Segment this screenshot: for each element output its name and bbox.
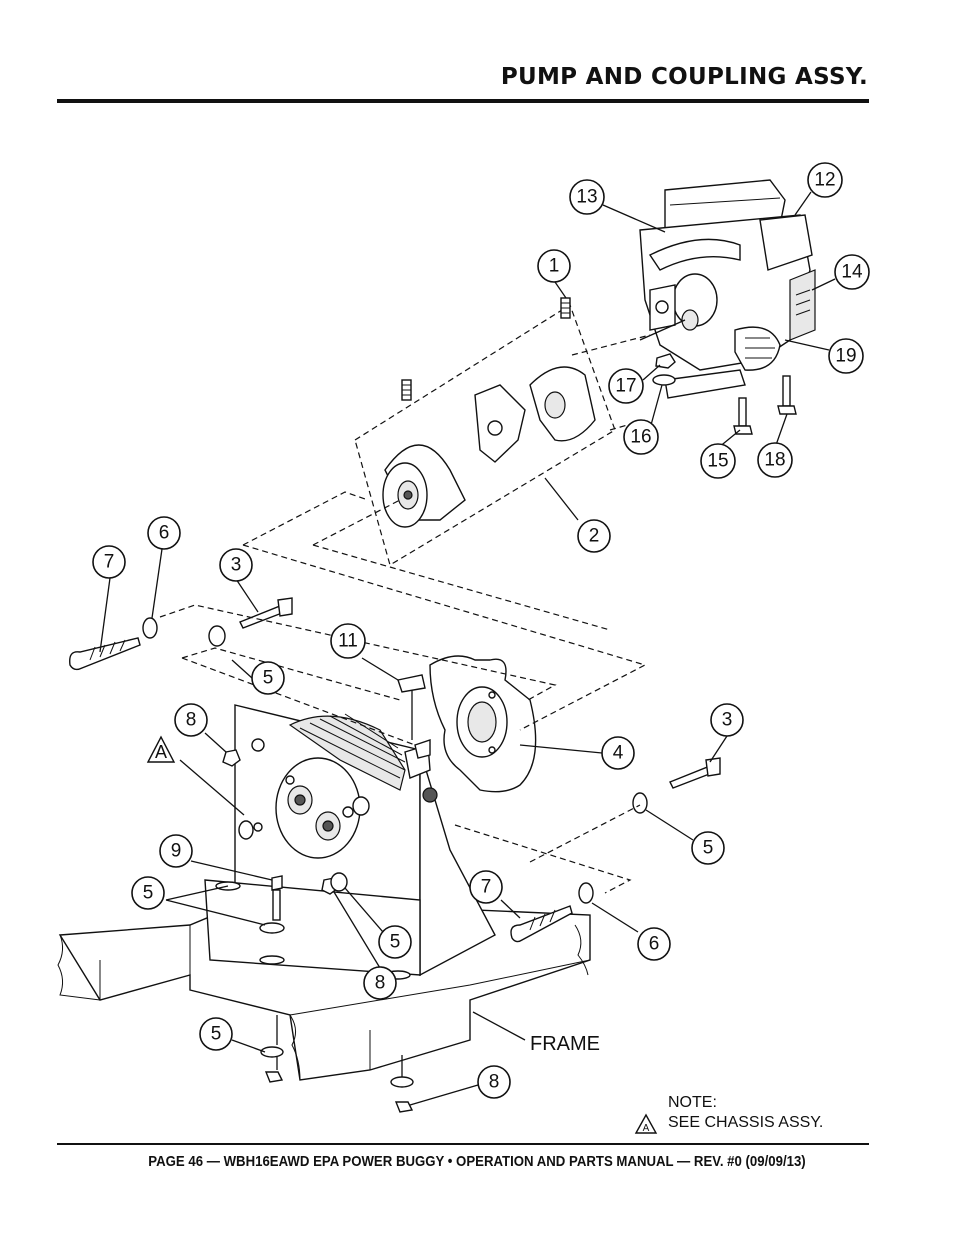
svg-text:19: 19 [835, 346, 856, 367]
key [397, 674, 426, 693]
svg-text:3: 3 [722, 710, 733, 731]
page-footer: PAGE 46 — WBH16EAWD EPA POWER BUGGY • OP… [148, 1153, 806, 1170]
note-body: SEE CHASSIS ASSY. [668, 1114, 823, 1131]
callout-9: 9 [159, 834, 193, 868]
callout-4: 4 [601, 736, 635, 770]
callout-3-left: 3 [219, 548, 253, 582]
callout-16: 16 [623, 419, 659, 455]
frame-label: FRAME [530, 1033, 600, 1055]
callout-5-left: 5 [131, 876, 165, 910]
svg-text:7: 7 [104, 552, 115, 573]
callout-13: 13 [569, 179, 605, 215]
svg-text:8: 8 [375, 973, 386, 994]
callout-1: 1 [537, 249, 571, 283]
svg-text:8: 8 [186, 710, 197, 731]
fan-blade [414, 655, 537, 793]
svg-text:6: 6 [159, 523, 170, 544]
svg-text:14: 14 [841, 262, 863, 283]
page-title: PUMP AND COUPLING ASSY. [500, 64, 868, 90]
callout-11: 11 [330, 623, 366, 659]
leader-lines [99, 191, 836, 1106]
left-bolt-hardware [69, 597, 414, 1113]
svg-text:11: 11 [338, 631, 358, 652]
svg-text:13: 13 [576, 187, 597, 208]
callout-5-right: 5 [691, 831, 725, 865]
callout-15: 15 [700, 443, 736, 479]
coupling-assembly [354, 297, 616, 566]
svg-text:A: A [155, 742, 167, 762]
callout-5-mid: 5 [378, 925, 412, 959]
chassis-reference-marker: A [146, 735, 176, 763]
callout-6-left: 6 [147, 516, 181, 550]
svg-text:7: 7 [481, 877, 492, 898]
svg-text:1: 1 [549, 256, 560, 277]
svg-text:8: 8 [489, 1072, 500, 1093]
svg-text:18: 18 [764, 450, 785, 471]
svg-text:15: 15 [707, 451, 728, 472]
svg-text:5: 5 [211, 1024, 222, 1045]
callout-14: 14 [834, 254, 870, 290]
callout-3-right: 3 [710, 703, 744, 737]
pump-body [275, 713, 438, 859]
callout-8-mid: 8 [363, 966, 397, 1000]
note-heading: NOTE: [668, 1094, 717, 1111]
svg-text:12: 12 [814, 170, 835, 191]
svg-text:5: 5 [390, 932, 401, 953]
callout-7-right: 7 [469, 870, 503, 904]
svg-text:A: A [643, 1123, 650, 1134]
svg-text:17: 17 [615, 376, 636, 397]
right-bolt-hardware [510, 757, 721, 943]
callout-6-right: 6 [637, 927, 671, 961]
svg-text:2: 2 [589, 526, 600, 547]
svg-text:6: 6 [649, 934, 660, 955]
callout-5-bottom: 5 [199, 1017, 233, 1051]
callout-17: 17 [608, 368, 644, 404]
callout-18: 18 [757, 442, 793, 478]
svg-text:5: 5 [703, 838, 714, 859]
callout-7-left: 7 [92, 545, 126, 579]
callout-2: 2 [577, 519, 611, 553]
header-rule [57, 99, 869, 103]
footer-rule [57, 1143, 869, 1145]
engine [639, 179, 816, 399]
svg-text:9: 9 [171, 841, 182, 862]
note-block: NOTE: A SEE CHASSIS ASSY. [634, 1094, 823, 1134]
svg-text:5: 5 [263, 668, 274, 689]
callout-5-top: 5 [251, 661, 285, 695]
callout-8-bottom: 8 [477, 1065, 511, 1099]
assembly-guide-lines [159, 334, 651, 894]
svg-text:4: 4 [613, 743, 624, 764]
callout-12: 12 [807, 162, 843, 198]
svg-text:16: 16 [630, 427, 651, 448]
callout-8-top: 8 [174, 703, 208, 737]
svg-text:3: 3 [231, 555, 242, 576]
callout-19: 19 [828, 338, 864, 374]
svg-text:5: 5 [143, 883, 154, 904]
